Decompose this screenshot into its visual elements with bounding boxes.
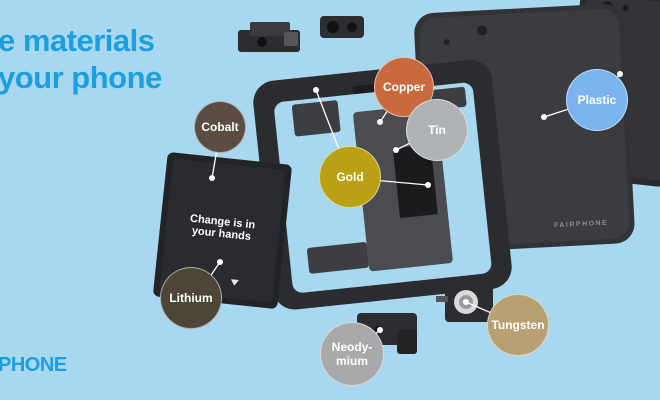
- fairphone-brand-logo: PHONE: [0, 354, 67, 376]
- material-label-lithium: Lithium: [169, 291, 213, 305]
- material-bubble-plastic: Plastic: [566, 69, 628, 131]
- material-bubble-copper: Copper: [374, 57, 434, 117]
- headline: e materials your phone: [0, 22, 162, 96]
- headline-line-1: e materials: [0, 23, 155, 58]
- material-label-tin: Tin: [428, 123, 446, 137]
- camera-module-right: [320, 16, 364, 38]
- material-bubble-tin: Tin: [406, 99, 468, 161]
- material-bubble-neodymium: Neody- mium: [320, 322, 384, 386]
- material-label-tungsten: Tungsten: [491, 318, 545, 332]
- material-label-gold: Gold: [336, 170, 364, 184]
- material-bubble-tungsten: Tungsten: [487, 294, 549, 356]
- camera-module-left: [238, 22, 300, 52]
- material-label-cobalt: Cobalt: [201, 120, 239, 134]
- material-label-neodymium: Neody- mium: [331, 340, 373, 368]
- material-label-copper: Copper: [383, 80, 425, 94]
- headline-line-2: your phone: [0, 60, 162, 95]
- material-label-plastic: Plastic: [577, 93, 617, 107]
- material-bubble-gold: Gold: [319, 146, 381, 208]
- material-bubble-lithium: Lithium: [160, 267, 222, 329]
- material-bubble-cobalt: Cobalt: [194, 101, 246, 153]
